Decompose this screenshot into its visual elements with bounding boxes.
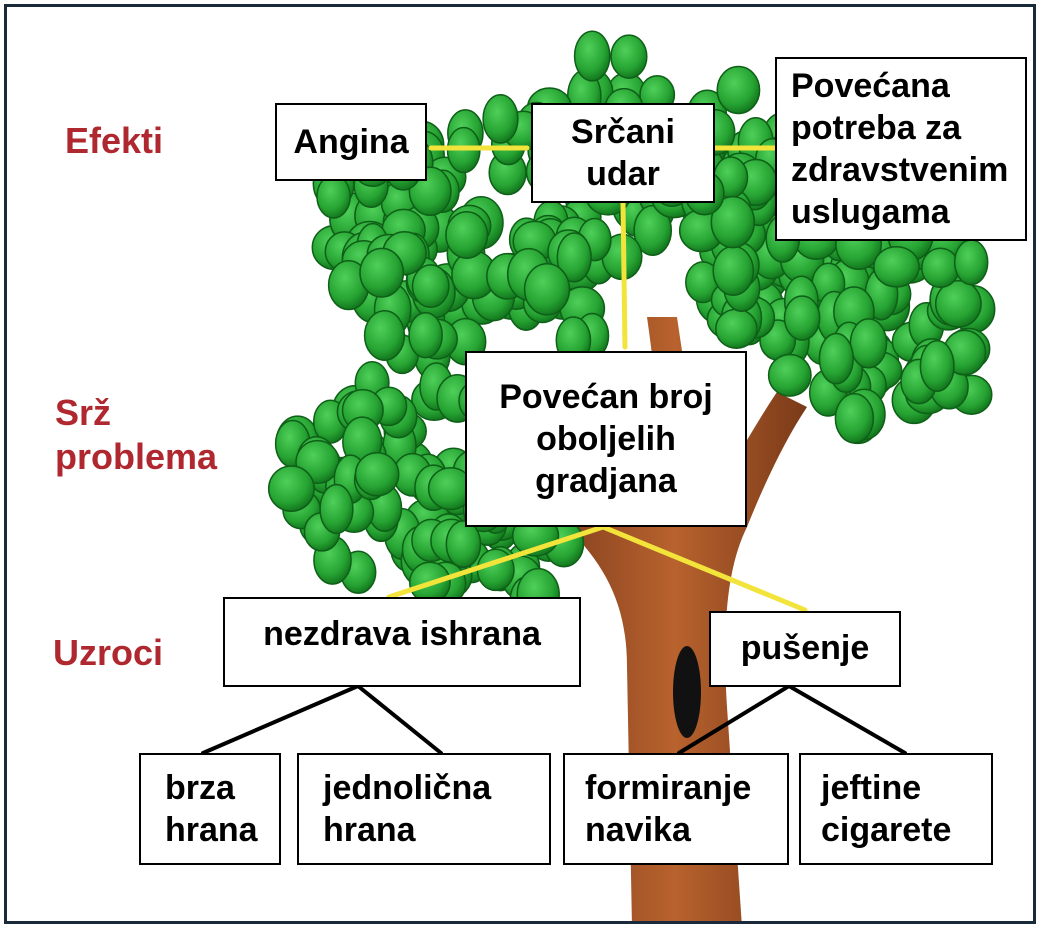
leaf-blob: [873, 245, 920, 288]
leaf-blob: [573, 30, 611, 82]
level-label-effects: Efekti: [65, 120, 164, 161]
leaf-blob: [767, 353, 812, 397]
connector-srcani-core: [620, 200, 628, 350]
leaf-blob: [482, 94, 519, 144]
level-label-core: Srž problema: [55, 392, 218, 477]
subcause-box-brza-hrana: brza hrana: [139, 753, 281, 865]
leaf-blob: [818, 332, 854, 385]
leaf-blob: [934, 280, 982, 328]
leaf-blob: [919, 340, 955, 392]
leaf-blob: [556, 232, 592, 283]
subcause-box-formiranje-navika: formiranje navika: [563, 753, 789, 865]
leaf-blob: [715, 308, 758, 349]
leaf-blob: [267, 465, 315, 512]
leaf-blob: [408, 311, 443, 359]
leaf-blob: [445, 520, 482, 569]
leaf-blob: [633, 204, 673, 256]
core-problem-box: Povećan broj oboljelih gradjana: [465, 351, 747, 527]
leaf-blob: [359, 247, 405, 298]
subcause-box-jednolicna-hrana: jednolična hrana: [297, 753, 551, 865]
leaf-blob: [319, 483, 354, 535]
leaf-blob: [523, 262, 571, 316]
leaf-blob: [610, 34, 648, 79]
leaf-blob: [411, 264, 450, 309]
leaf-blob: [445, 211, 489, 259]
connector-pusenje-jeftine: [787, 684, 907, 755]
leaf-blob: [849, 318, 888, 369]
level-label-causes: Uzroci: [53, 632, 164, 673]
effect-box-angina: Angina: [275, 103, 427, 181]
leaf-blob: [363, 310, 406, 361]
leaf-blob: [783, 295, 821, 341]
subcause-connectors: [201, 684, 907, 755]
cause-box-pusenje: pušenje: [709, 611, 901, 687]
cause-box-nezdrava-ishrana: nezdrava ishrana: [223, 597, 581, 687]
tree-trunk: [567, 317, 807, 921]
effect-box-srcani-udar: Srčani udar: [531, 103, 715, 203]
subcause-box-jeftine-cigarete: jeftine cigarete: [799, 753, 993, 865]
diagram-frame: Efekti Srž problema Uzroci Angina Srčani…: [4, 4, 1036, 924]
leaf-blob: [710, 195, 756, 249]
leaf-blob: [921, 247, 960, 289]
effect-connectors: [386, 145, 808, 613]
leaf-blob: [834, 393, 875, 444]
leaf-blob: [953, 239, 989, 286]
connector-nezdrava-brza: [201, 684, 360, 755]
effect-box-povecana-potreba: Povećana potreba za zdravstvenim uslugam…: [775, 57, 1027, 241]
connector-core-pusenje: [600, 524, 808, 613]
leaf-blob: [716, 65, 761, 115]
connector-core-nezdrava: [386, 524, 606, 600]
leaf-blob: [316, 174, 351, 219]
leaf-blob: [712, 245, 755, 296]
leaf-blob: [354, 452, 400, 497]
connector-nezdrava-jednolicna: [356, 684, 443, 755]
connector-pusenje-formiranje: [677, 684, 791, 755]
